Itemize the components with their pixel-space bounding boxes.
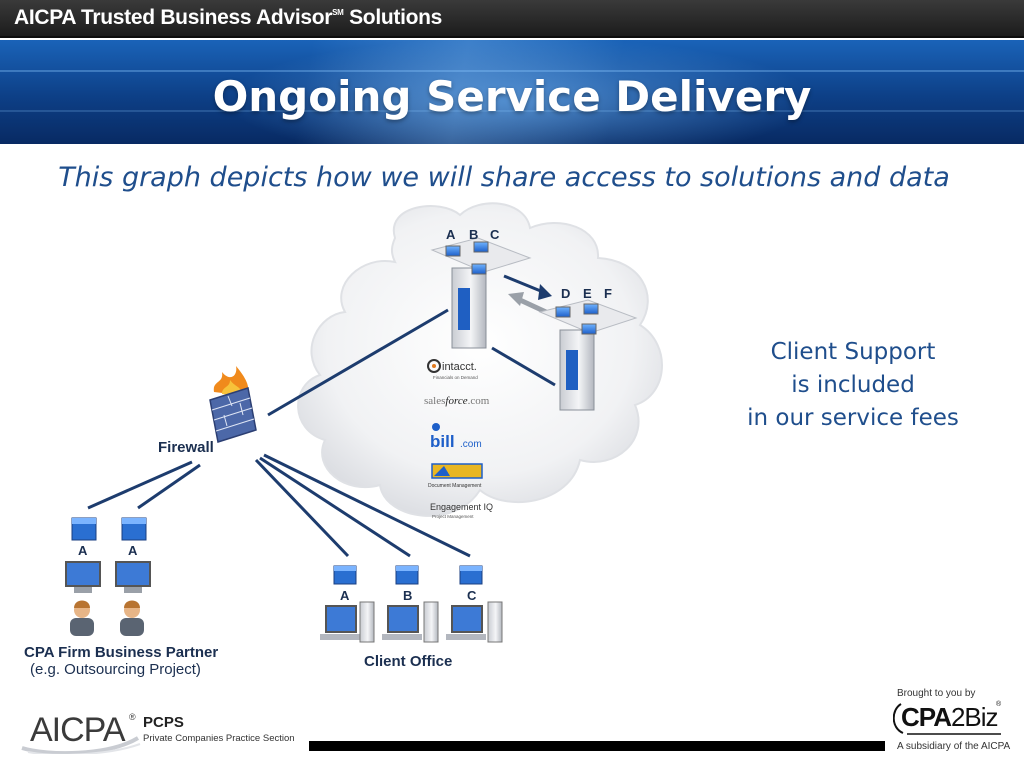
server-abc-label-b: B xyxy=(469,227,478,242)
support-line-2: is included xyxy=(791,372,915,398)
server-abc-label-a: A xyxy=(446,227,456,242)
support-line-1: Client Support xyxy=(770,339,936,365)
client-support-note: Client Support is included in our servic… xyxy=(740,336,966,435)
engagement-iq-logo: Engagement IQ Project Management xyxy=(430,502,493,519)
bill-com-logo: bill .com xyxy=(430,423,482,451)
cpa-caption: CPA Firm Business Partner xyxy=(24,644,218,661)
svg-text:B: B xyxy=(403,588,412,603)
svg-text:A: A xyxy=(340,588,350,603)
svg-text:bill: bill xyxy=(430,432,455,451)
client-office-group: A B C Client Office xyxy=(320,565,503,670)
slide-title: Ongoing Service Delivery xyxy=(212,72,812,121)
svg-text:Engagement IQ: Engagement IQ xyxy=(430,502,493,512)
svg-text:C: C xyxy=(467,588,477,603)
svg-text:A: A xyxy=(128,543,138,558)
top-bar: AICPA Trusted Business AdvisorSM Solutio… xyxy=(0,0,1024,38)
cpa-partner-group: A A CPA Firm Business Partner (e.g. Outs… xyxy=(24,517,218,678)
connection-lines xyxy=(87,308,556,558)
footer-bar xyxy=(309,741,885,751)
slide-subtitle: This graph depicts how we will share acc… xyxy=(58,162,950,193)
subsidiary-note: A subsidiary of the AICPA xyxy=(897,741,1011,752)
svg-text:A: A xyxy=(78,543,88,558)
server-def-label-f: F xyxy=(604,286,612,301)
cpa-workstation-1: A xyxy=(65,517,101,636)
svg-text:salesforce.com: salesforce.com xyxy=(424,395,490,407)
cpa2biz-wordmark: CPA2Biz xyxy=(901,702,999,732)
cpa-workstation-2: A xyxy=(115,517,151,636)
svg-text:Project Management: Project Management xyxy=(432,514,474,519)
svg-text:intacct.: intacct. xyxy=(442,361,477,373)
firewall-label: Firewall xyxy=(158,439,214,456)
aicpa-registered-mark: ® xyxy=(129,712,136,722)
aicpa-wordmark: AICPA xyxy=(30,711,126,749)
server-def-label-d: D xyxy=(561,286,570,301)
vendor-logos: intacct. Financials on Demand salesforce… xyxy=(424,359,493,519)
cloud xyxy=(297,202,663,517)
svg-text:.com: .com xyxy=(460,439,482,450)
client-workstation-b: B xyxy=(382,565,439,643)
client-workstation-a: A xyxy=(320,565,375,643)
pcps-subtitle: Private Companies Practice Section xyxy=(143,733,295,744)
salesforce-logo: salesforce.com xyxy=(424,395,490,407)
client-office-caption: Client Office xyxy=(364,653,452,670)
title-banner: Ongoing Service Delivery xyxy=(0,40,1024,144)
smartvault-logo: Document Management xyxy=(428,463,483,489)
firewall-icon: Firewall xyxy=(158,366,257,456)
intacct-logo: intacct. Financials on Demand xyxy=(427,359,478,380)
service-mark: SM xyxy=(332,8,344,17)
cpa2biz-registered-mark: ® xyxy=(996,701,1002,708)
server-def-label-e: E xyxy=(583,286,592,301)
sync-arrows-icon xyxy=(503,274,552,315)
server-def-icon: D E F xyxy=(538,286,638,411)
brand-title: AICPA Trusted Business AdvisorSM Solutio… xyxy=(14,6,443,29)
server-abc-label-c: C xyxy=(490,227,500,242)
pcps-title: PCPS xyxy=(143,714,184,731)
svg-text:Financials on Demand: Financials on Demand xyxy=(433,375,478,380)
cpa2biz-logo xyxy=(893,703,1001,735)
network-diagram: A B C D E F intacct. Financials on Deman… xyxy=(24,202,663,678)
aicpa-logo xyxy=(21,736,141,754)
cpa-caption-example: (e.g. Outsourcing Project) xyxy=(30,661,201,678)
brought-to-you-by: Brought to you by xyxy=(897,688,976,699)
svg-text:Document Management: Document Management xyxy=(428,483,482,489)
support-line-3: in our service fees xyxy=(747,405,959,431)
client-workstation-c: C xyxy=(446,565,503,643)
server-abc-icon: A B C xyxy=(430,227,532,349)
